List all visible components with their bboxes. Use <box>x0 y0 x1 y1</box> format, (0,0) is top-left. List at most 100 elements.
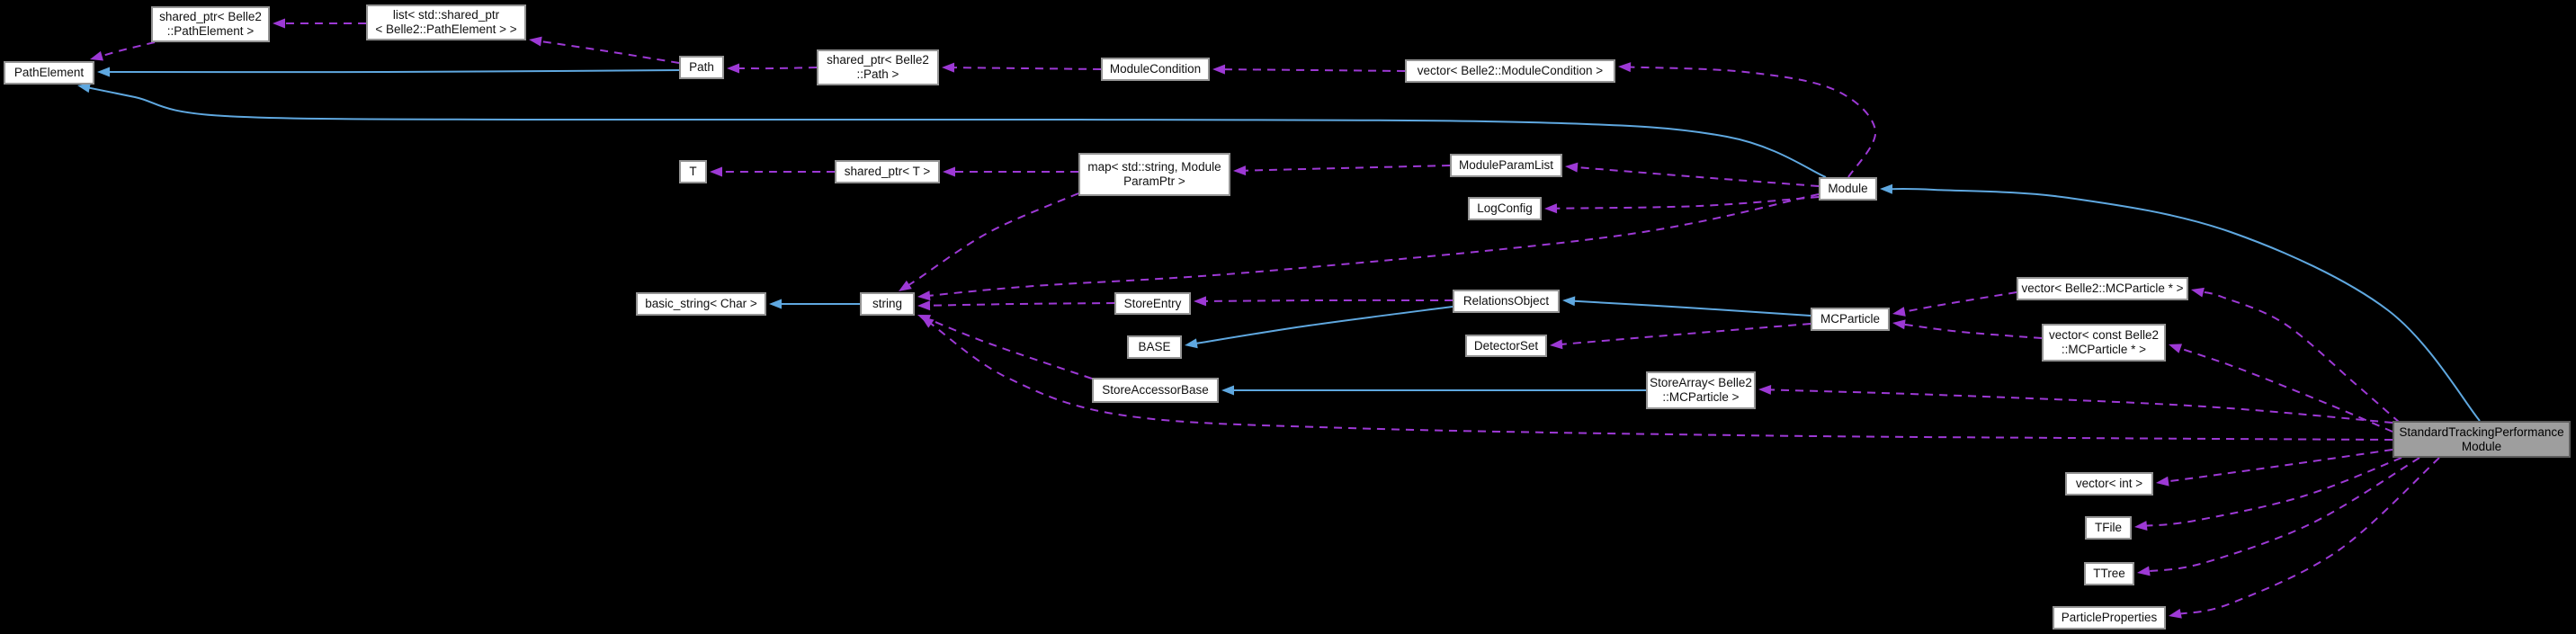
edge-relationsobject-to-storeentry <box>1203 299 1453 302</box>
arrowhead-vec-modulecondition-to-modulecondition <box>1212 64 1226 75</box>
node-tfile[interactable]: TFile <box>2085 516 2132 540</box>
node-ttree[interactable]: TTree <box>2084 562 2134 585</box>
edge-sp-pathelement-to-pathelement <box>99 41 156 58</box>
node-detectorset[interactable]: DetectorSet <box>1465 335 1547 357</box>
arrowhead-modulecondition-to-sp-path <box>942 62 955 73</box>
node-label-detectorset: DetectorSet <box>1473 338 1539 353</box>
arrowhead-map-param-to-sp-t <box>943 166 955 177</box>
node-storeaccessorbase[interactable]: StoreAccessorBase <box>1092 378 1219 403</box>
arrowhead-relationsobject-to-storeentry <box>1194 296 1207 307</box>
node-label-mcparticle: MCParticle <box>1820 312 1880 326</box>
node-vec-modulecondition[interactable]: vector< Belle2::ModuleCondition > <box>1405 59 1615 83</box>
node-moduleparamlist[interactable]: ModuleParamList <box>1450 154 1562 177</box>
arrowhead-module-to-moduleparamlist <box>1565 162 1579 173</box>
edge-module-to-vec-modulecondition <box>1627 66 1877 178</box>
node-stpm[interactable]: StandardTrackingPerformance Module <box>2393 421 2571 458</box>
edge-stpm-to-vec-const-mcparticle <box>2178 346 2393 433</box>
node-pathelement[interactable]: PathElement <box>4 61 94 85</box>
edge-stpm-to-particleproperties <box>2178 457 2440 615</box>
node-label-base: BASE <box>1138 340 1171 353</box>
edge-module-to-moduleparamlist <box>1574 165 1820 187</box>
edge-stpm-to-module <box>1889 188 2481 422</box>
arrowhead-sp-t-to-t <box>710 166 722 177</box>
arrowhead-sp-path-to-path <box>727 63 739 74</box>
node-label-ttree: TTree <box>2093 567 2125 580</box>
arrowhead-vec-const-mcparticle-to-mcparticle <box>1892 319 1906 330</box>
arrowhead-stpm-to-storearray <box>1758 384 1772 395</box>
node-sp-path[interactable]: shared_ptr< Belle2 ::Path > <box>817 49 939 85</box>
edge-storeaccessorbase-to-string <box>926 317 1093 380</box>
node-label-relationsobject: RelationsObject <box>1462 294 1550 308</box>
node-label-storeentry: StoreEntry <box>1123 296 1182 310</box>
node-label-stpm: StandardTrackingPerformance Module <box>2399 424 2564 453</box>
edge-path-to-list-sp-pathelement <box>538 40 680 64</box>
node-logconfig[interactable]: LogConfig <box>1468 197 1542 220</box>
node-t[interactable]: T <box>679 160 707 183</box>
node-sp-t[interactable]: shared_ptr< T > <box>835 160 940 183</box>
arrowhead-string-to-basic-string <box>769 299 782 309</box>
node-label-list-sp-pathelement: list< std::shared_ptr < Belle2::PathElem… <box>375 8 517 36</box>
arrowhead-stpm-to-module <box>1880 183 1893 194</box>
arrowhead-stpm-to-ttree <box>2137 566 2151 576</box>
arrowhead-map-param-to-string <box>899 280 912 291</box>
edge-relationsobject-to-base <box>1194 306 1453 345</box>
edge-stpm-to-ttree <box>2146 457 2420 573</box>
node-storearray[interactable]: StoreArray< Belle2 ::MCParticle > <box>1646 371 1756 409</box>
arrowhead-storearray-to-storeaccessorbase <box>1221 385 1234 396</box>
arrowhead-stpm-to-particleproperties <box>2169 608 2182 619</box>
node-basic-string[interactable]: basic_string< Char > <box>636 292 766 316</box>
edge-moduleparamlist-to-map-param <box>1242 165 1451 172</box>
node-label-vec-const-mcparticle: vector< const Belle2 ::MCParticle * > <box>2049 328 2159 356</box>
node-label-particleproperties: ParticleProperties <box>2061 611 2158 624</box>
node-module[interactable]: Module <box>1819 177 1877 201</box>
node-path[interactable]: Path <box>679 56 724 79</box>
edge-stpm-to-storearray <box>1767 388 2393 424</box>
edge-module-to-logconfig <box>1553 196 1820 210</box>
arrowhead-stpm-to-vec-int <box>2156 476 2169 487</box>
arrowhead-stpm-to-vec-mcparticle <box>2191 287 2205 298</box>
node-label-basic-string: basic_string< Char > <box>645 297 757 310</box>
arrowhead-relationsobject-to-base <box>1185 338 1198 349</box>
node-label-t: T <box>689 165 697 178</box>
arrowhead-stpm-to-vec-const-mcparticle <box>2169 344 2183 353</box>
node-base[interactable]: BASE <box>1127 335 1182 359</box>
edge-storeentry-to-string <box>926 302 1115 307</box>
arrowhead-stpm-to-tfile <box>2134 521 2148 531</box>
node-storeentry[interactable]: StoreEntry <box>1114 292 1191 315</box>
node-label-moduleparamlist: ModuleParamList <box>1458 158 1554 172</box>
node-mcparticle[interactable]: MCParticle <box>1811 308 1890 331</box>
node-map-param[interactable]: map< std::string, Module ParamPtr > <box>1078 153 1230 196</box>
node-label-tfile: TFile <box>2095 521 2122 534</box>
node-vec-const-mcparticle[interactable]: vector< const Belle2 ::MCParticle * > <box>2042 324 2166 362</box>
node-relationsobject[interactable]: RelationsObject <box>1453 290 1560 313</box>
edge-stpm-to-tfile <box>2143 457 2402 527</box>
arrowhead-module-to-logconfig <box>1544 203 1558 214</box>
node-list-sp-pathelement[interactable]: list< std::shared_ptr < Belle2::PathElem… <box>366 4 526 40</box>
node-sp-pathelement[interactable]: shared_ptr< Belle2 ::PathElement > <box>151 6 270 42</box>
arrowhead-module-to-pathelement <box>77 83 91 94</box>
edge-module-to-pathelement <box>86 86 1827 178</box>
node-label-storearray: StoreArray< Belle2 ::MCParticle > <box>1650 376 1752 404</box>
node-label-vec-modulecondition: vector< Belle2::ModuleCondition > <box>1417 64 1604 77</box>
node-particleproperties[interactable]: ParticleProperties <box>2053 606 2166 630</box>
node-modulecondition[interactable]: ModuleCondition <box>1101 58 1210 81</box>
edge-sp-path-to-path <box>736 67 818 70</box>
node-label-path: Path <box>689 60 714 74</box>
node-vec-mcparticle[interactable]: vector< Belle2::MCParticle * > <box>2017 277 2188 300</box>
arrowhead-storeentry-to-string <box>917 300 931 311</box>
arrowhead-module-to-string <box>917 290 931 301</box>
node-label-module: Module <box>1828 182 1868 195</box>
node-label-storeaccessorbase: StoreAccessorBase <box>1102 383 1209 397</box>
edge-map-param-to-string <box>906 192 1079 288</box>
node-string[interactable]: string <box>860 292 915 316</box>
arrowhead-sp-pathelement-to-pathelement <box>90 50 103 61</box>
arrowhead-vec-mcparticle-to-mcparticle <box>1892 307 1906 317</box>
arrowhead-stpm-to-string <box>921 317 935 328</box>
node-vec-int[interactable]: vector< int > <box>2065 472 2153 496</box>
node-label-sp-path: shared_ptr< Belle2 ::Path > <box>827 53 929 81</box>
edge-stpm-to-vec-mcparticle <box>2200 290 2401 424</box>
arrowhead-module-to-vec-modulecondition <box>1618 62 1632 73</box>
node-label-modulecondition: ModuleCondition <box>1109 62 1202 76</box>
